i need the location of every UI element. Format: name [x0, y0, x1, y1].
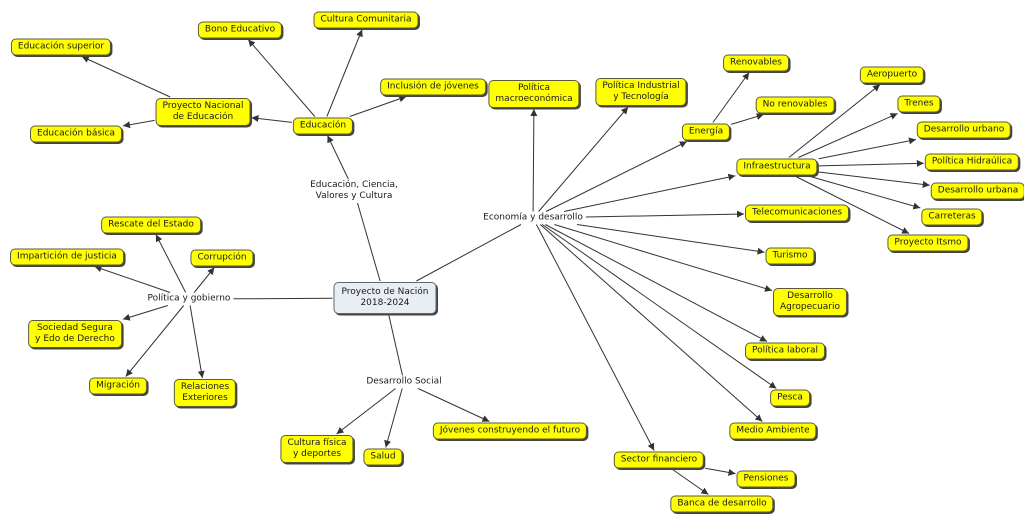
link-line: [818, 171, 930, 188]
link-line: [539, 224, 763, 422]
link-line: [125, 305, 185, 377]
node-renovables[interactable]: Renovables: [723, 54, 789, 72]
node-proyecto-nacional-de-educacion[interactable]: Proyecto Nacional de Educación: [155, 98, 251, 126]
link-line: [545, 141, 688, 212]
node-jovenes-construyendo-el-futuro[interactable]: Jóvenes construyendo el futuro: [432, 422, 588, 440]
node-corrupcion[interactable]: Corrupción: [190, 249, 254, 267]
link-line: [384, 388, 403, 448]
node-medio-ambiente[interactable]: Medio Ambiente: [729, 422, 817, 440]
link-line: [705, 467, 736, 476]
link-line: [349, 95, 407, 117]
link-line: [189, 305, 205, 379]
link-line: [388, 314, 403, 376]
link-line: [585, 210, 745, 218]
node-trenes[interactable]: Trenes: [897, 95, 941, 113]
node-sociedad-segura-y-edo-de-derecho[interactable]: Sociedad Segura y Edo de Derecho: [28, 320, 122, 348]
link-line: [122, 305, 168, 321]
link-line: [535, 224, 655, 451]
node-relaciones-exteriores[interactable]: Relaciones Exteriores: [173, 379, 237, 407]
node-turismo[interactable]: Turismo: [765, 247, 815, 265]
node-proyecto-de-nacion[interactable]: Proyecto de Nación 2018-2024: [333, 282, 437, 314]
node-inclusion-de-jovenes[interactable]: Inclusión de jóvenes: [380, 78, 486, 96]
link-line: [193, 267, 215, 293]
node-proyecto-itsmo[interactable]: Proyecto Itsmo: [887, 234, 969, 252]
link-line: [538, 106, 629, 212]
link-line: [327, 135, 349, 180]
link-line: [576, 224, 765, 255]
link-line: [795, 176, 910, 234]
node-aeropuerto[interactable]: Aeropuerto: [859, 66, 925, 84]
phrase-desarrollo-social: Desarrollo Social: [364, 376, 444, 388]
node-desarrollo-urbana[interactable]: Desarrollo urbana: [930, 182, 1024, 200]
link-line: [326, 29, 363, 117]
link-line: [712, 72, 750, 123]
node-imparticion-de-justicia[interactable]: Impartición de justicia: [10, 248, 124, 266]
node-cultura-comunitaria[interactable]: Cultura Comunitaria: [313, 11, 419, 29]
node-telecomunicaciones[interactable]: Telecomunicaciones: [744, 204, 850, 222]
node-politica-industrial-y-tecnologia[interactable]: Política Industrial y Tecnología: [595, 78, 687, 106]
link-line: [788, 84, 881, 158]
node-banca-de-desarrollo[interactable]: Banca de desarrollo: [670, 495, 774, 513]
link-line: [122, 119, 155, 129]
node-infraestructura[interactable]: Infraestructura: [736, 158, 818, 176]
link-line: [530, 108, 538, 212]
link-line: [563, 173, 736, 212]
node-cultura-fisica-y-deportes[interactable]: Cultura física y deportes: [280, 435, 354, 463]
node-bono-educativo[interactable]: Bono Educativo: [197, 21, 283, 39]
link-line: [417, 388, 490, 422]
node-salud[interactable]: Salud: [363, 448, 403, 466]
link-line: [545, 224, 768, 342]
node-educacion-superior[interactable]: Educación superior: [10, 38, 112, 56]
link-line: [81, 56, 171, 98]
link-line: [818, 159, 924, 167]
link-line: [798, 113, 898, 158]
link-line: [730, 113, 764, 125]
link-line: [94, 265, 171, 293]
link-lines: [81, 29, 930, 495]
phrase-economia-y-desarrollo: Economía y desarrollo: [481, 212, 585, 224]
node-educacion-basica[interactable]: Educación básica: [30, 125, 122, 143]
node-politica-macroeconomica[interactable]: Política macroeconómica: [488, 80, 580, 108]
node-politica-laboral[interactable]: Política laboral: [745, 342, 825, 360]
node-educacion[interactable]: Educación: [292, 117, 354, 135]
link-line: [810, 176, 921, 210]
phrase-politica-y-gobierno: Política y gobierno: [145, 293, 233, 305]
node-rescate-del-estado[interactable]: Rescate del Estado: [101, 216, 201, 234]
node-desarrollo-agropecuario[interactable]: Desarrollo Agropecuario: [772, 288, 848, 316]
node-no-renovables[interactable]: No renovables: [755, 96, 835, 114]
node-pensiones[interactable]: Pensiones: [736, 470, 796, 488]
link-line: [247, 39, 316, 117]
node-migracion[interactable]: Migración: [89, 377, 147, 395]
link-line: [357, 202, 381, 282]
link-line: [251, 115, 292, 123]
link-line: [554, 224, 773, 292]
link-line: [336, 388, 396, 435]
link-line: [416, 224, 522, 282]
node-politica-hidraulica[interactable]: Política Hidraúlica: [924, 153, 1020, 171]
node-carreteras[interactable]: Carreteras: [921, 208, 983, 226]
node-pesca[interactable]: Pesca: [770, 389, 810, 407]
link-line: [233, 297, 333, 300]
link-line: [155, 234, 187, 293]
link-line: [542, 224, 777, 389]
phrase-educacion-ciencia-valores-cultura: Educación, Ciencia, Valores y Cultura: [308, 180, 400, 202]
link-line: [818, 137, 917, 160]
node-sector-financiero[interactable]: Sector financiero: [613, 451, 705, 469]
node-desarrollo-urbano[interactable]: Desarrollo urbano: [916, 121, 1012, 139]
node-energia[interactable]: Energía: [681, 123, 731, 141]
link-line: [672, 469, 709, 495]
